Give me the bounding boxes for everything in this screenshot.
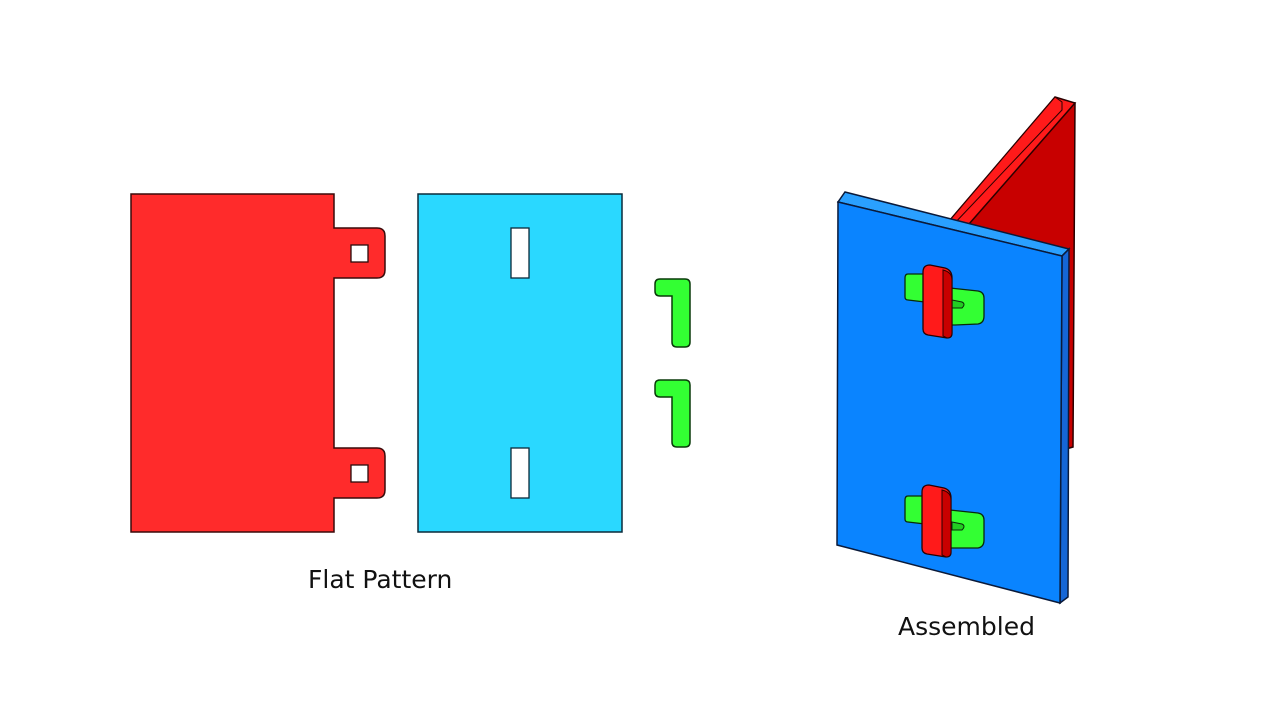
red-tab-hole-bottom	[350, 464, 369, 483]
cyan-slot-top	[510, 227, 530, 279]
assembled-label: Assembled	[898, 612, 1035, 641]
assembled-group	[836, 96, 1077, 605]
red-tab-hole-top	[350, 244, 369, 263]
red-fin-edge-strip	[949, 96, 1063, 227]
clip-joint-top	[904, 264, 985, 339]
clip-joint-bottom	[904, 484, 985, 558]
green-clip-top	[654, 278, 691, 348]
flat-pattern-group	[130, 193, 691, 533]
cyan-slot-bottom	[510, 447, 530, 499]
green-clip-bottom	[654, 379, 691, 448]
flat-pattern-label: Flat Pattern	[308, 565, 453, 594]
red-panel	[130, 193, 386, 533]
blue-panel-front	[836, 201, 1063, 604]
